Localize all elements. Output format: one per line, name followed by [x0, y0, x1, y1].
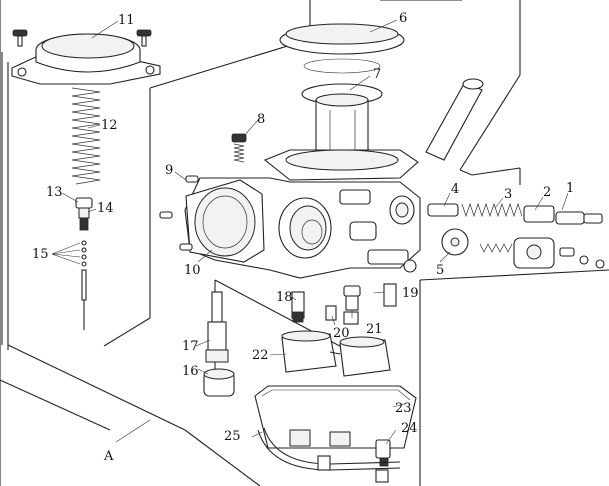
callout-6: 6	[399, 11, 407, 26]
callout-4: 4	[451, 182, 459, 197]
callout-21: 21	[366, 322, 383, 337]
part-spring	[71, 87, 101, 185]
callout-25: 25	[224, 429, 241, 444]
callout-10: 10	[184, 263, 201, 278]
part-needle-jet	[203, 291, 235, 397]
callout-11: 11	[118, 13, 135, 28]
part-floats	[281, 330, 391, 377]
part-drain-tube	[257, 427, 401, 483]
part-needle-assembly	[75, 197, 93, 330]
part-carburetor-body	[184, 78, 484, 279]
leader-lines	[51, 19, 569, 445]
callout-12: 12	[101, 118, 118, 133]
part-float-bowl	[254, 385, 417, 449]
part-starter-assembly	[427, 202, 605, 269]
part-cover-screws	[159, 175, 199, 251]
part-diaphragm-cover	[279, 23, 405, 74]
part-vacuum-slide	[301, 83, 383, 171]
part-throttle-screw	[231, 133, 247, 163]
callout-8: 8	[257, 112, 265, 127]
callout-24: 24	[401, 421, 418, 436]
callout-23: 23	[395, 401, 412, 416]
callout-19: 19	[402, 286, 419, 301]
callout-18: 18	[276, 290, 293, 305]
callout-15: 15	[32, 247, 49, 262]
callout-3: 3	[504, 187, 512, 202]
callout-16: 16	[182, 364, 199, 379]
callout-22: 22	[252, 348, 269, 363]
part-top-cap	[11, 29, 161, 85]
part-jets	[291, 283, 397, 325]
callout-17: 17	[182, 339, 199, 354]
callout-numbers: 1 2 3 4 5 6 7 8 9 10 11 12 13 14 15 16 1…	[32, 11, 574, 464]
callout-5: 5	[436, 263, 444, 278]
callout-1: 1	[566, 181, 574, 196]
callout-13: 13	[46, 185, 63, 200]
view-label-a: A	[103, 449, 114, 464]
callout-20: 20	[333, 326, 350, 341]
callout-9: 9	[165, 163, 173, 178]
callout-7: 7	[373, 67, 381, 82]
callout-14: 14	[97, 201, 114, 216]
callout-2: 2	[543, 185, 551, 200]
